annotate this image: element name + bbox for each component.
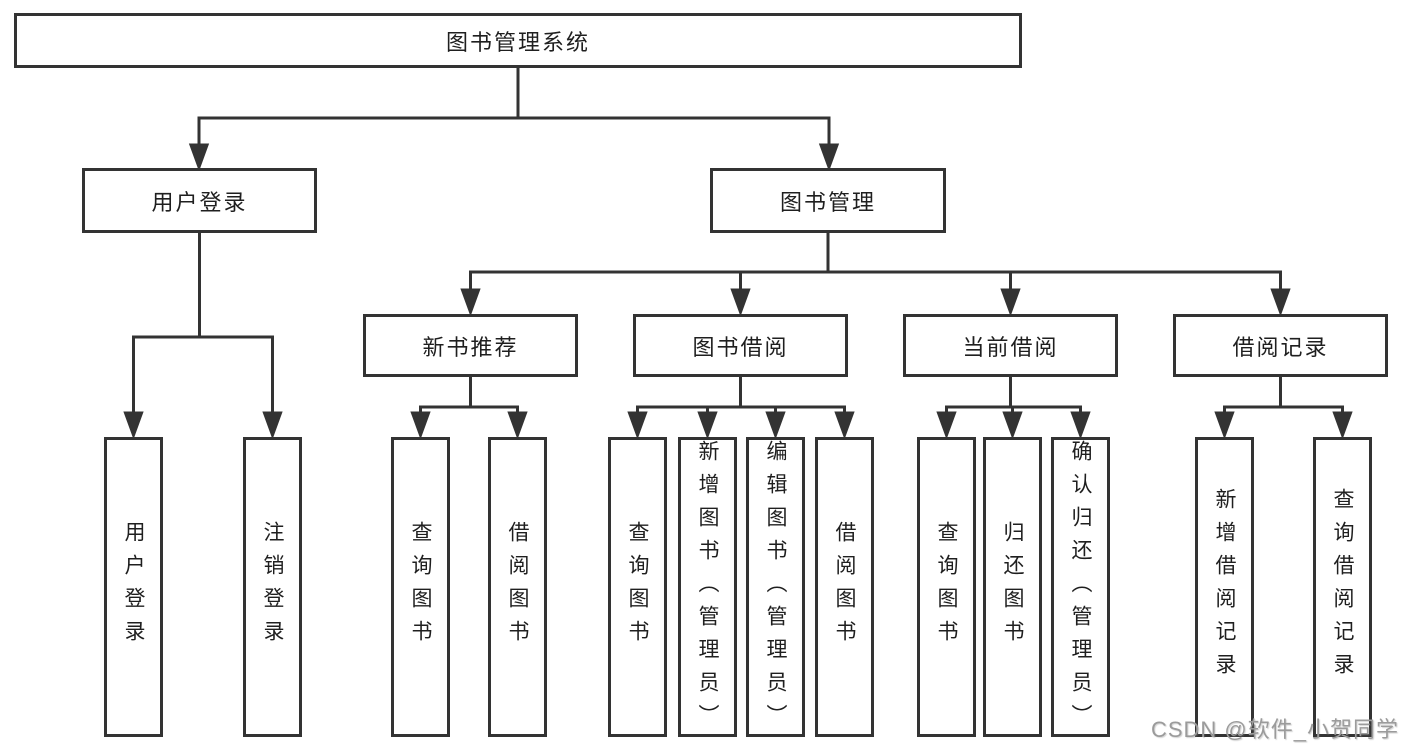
leaf-borrow-books-recommend: 借阅图书 — [488, 437, 547, 737]
leaf-query-books-current: 查询图书 — [917, 437, 976, 737]
leaf-query-books-borrowing: 查询图书 — [608, 437, 667, 737]
connector-user-login-to-leaves — [123, 231, 283, 440]
arrowhead-icon — [123, 411, 144, 440]
arrowhead-icon — [507, 411, 528, 440]
node-user-login: 用户登录 — [82, 168, 317, 233]
node-borrowing-records-label: 借阅记录 — [1232, 334, 1329, 360]
connector-new-book-recommend-to-leaves — [410, 375, 528, 440]
connector-book-management-to-level3 — [460, 231, 1291, 317]
csdn-watermark: CSDN @软件_小贺同学 — [1150, 717, 1399, 742]
arrowhead-icon — [936, 411, 957, 440]
connector-root-to-level2 — [188, 66, 840, 172]
leaf-query-borrow-record: 查询借阅记录 — [1313, 437, 1372, 737]
node-borrowing-records: 借阅记录 — [1173, 314, 1388, 377]
arrowhead-icon — [410, 411, 431, 440]
node-book-borrowing: 图书借阅 — [633, 314, 848, 377]
leaf-query-books-recommend: 查询图书 — [391, 437, 450, 737]
node-book-borrowing-label: 图书借阅 — [692, 334, 789, 360]
leaf-add-borrow-record: 新增借阅记录 — [1195, 437, 1254, 737]
arrowhead-icon — [730, 288, 751, 317]
arrowhead-icon — [1070, 411, 1091, 440]
arrowhead-icon — [1270, 288, 1291, 317]
leaf-user-login: 用户登录 — [104, 437, 163, 737]
arrowhead-icon — [188, 143, 210, 172]
node-current-borrowing-label: 当前借阅 — [962, 334, 1059, 360]
node-book-management-label: 图书管理 — [779, 189, 876, 215]
connector-book-borrowing-to-leaves — [627, 375, 855, 440]
leaf-borrow-books-borrowing: 借阅图书 — [815, 437, 874, 737]
arrowhead-icon — [1214, 411, 1235, 440]
arrowhead-icon — [1000, 288, 1021, 317]
leaf-edit-book-admin: 编辑图书（管理员） — [746, 437, 805, 737]
node-current-borrowing: 当前借阅 — [903, 314, 1118, 377]
arrowhead-icon — [1002, 411, 1023, 440]
arrowhead-icon — [697, 411, 718, 440]
connector-borrowing-records-to-leaves — [1214, 375, 1353, 440]
leaf-logout: 注销登录 — [243, 437, 302, 737]
node-user-login-label: 用户登录 — [151, 189, 248, 215]
arrowhead-icon — [460, 288, 481, 317]
arrowhead-icon — [818, 143, 840, 172]
leaf-return-books: 归还图书 — [983, 437, 1042, 737]
connector-current-borrowing-to-leaves — [936, 375, 1091, 440]
arrowhead-icon — [262, 411, 283, 440]
node-book-management: 图书管理 — [710, 168, 946, 233]
node-library-management-system-label: 图书管理系统 — [445, 29, 590, 55]
node-library-management-system: 图书管理系统 — [14, 13, 1022, 68]
arrowhead-icon — [765, 411, 786, 440]
arrowhead-icon — [834, 411, 855, 440]
arrowhead-icon — [1332, 411, 1353, 440]
node-new-book-recommend: 新书推荐 — [363, 314, 578, 377]
leaf-add-book-admin: 新增图书（管理员） — [678, 437, 737, 737]
leaf-confirm-return-admin: 确认归还（管理员） — [1051, 437, 1110, 737]
arrowhead-icon — [627, 411, 648, 440]
node-new-book-recommend-label: 新书推荐 — [422, 334, 519, 360]
